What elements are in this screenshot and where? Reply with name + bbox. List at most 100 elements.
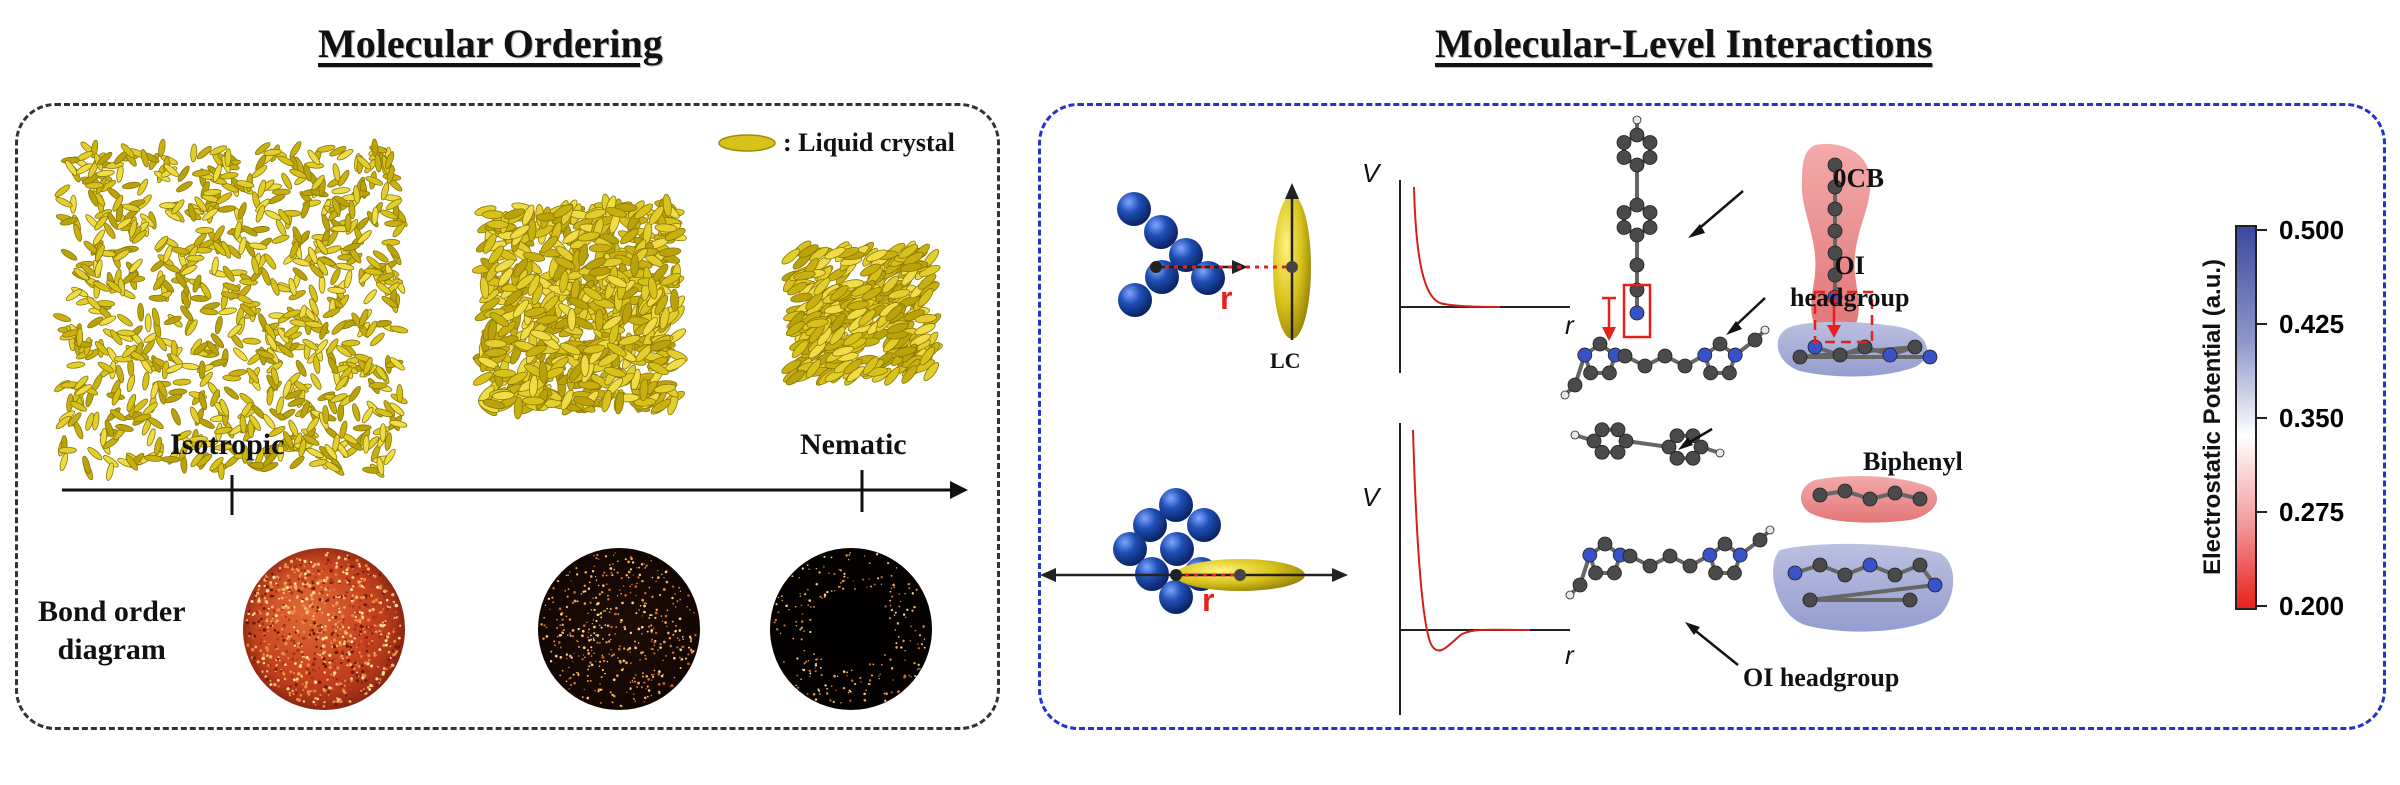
lc-molecule bbox=[309, 298, 319, 316]
right-panel-title: Molecular-Level Interactions bbox=[1435, 21, 1933, 66]
lc-molecule bbox=[642, 316, 658, 336]
lc-molecule bbox=[513, 396, 523, 420]
lc-molecule bbox=[73, 267, 90, 281]
lc-molecule bbox=[174, 430, 192, 441]
top-lc-center-dot bbox=[1286, 261, 1298, 273]
lc-molecule bbox=[634, 203, 654, 220]
lc-molecule bbox=[126, 393, 137, 412]
lc-molecule bbox=[525, 344, 547, 357]
lc-molecule bbox=[300, 400, 311, 419]
lc-molecule bbox=[503, 208, 526, 220]
lc-molecule bbox=[493, 368, 516, 378]
lc-molecule bbox=[322, 308, 341, 319]
lc-molecule bbox=[180, 305, 194, 321]
lc-molecule bbox=[359, 308, 369, 327]
colorbar-tick-3: 0.350 bbox=[2279, 403, 2345, 433]
colorbar-tick-5: 0.200 bbox=[2279, 591, 2345, 621]
lc-molecule bbox=[264, 210, 282, 221]
lc-molecule bbox=[76, 327, 84, 347]
lc-molecule bbox=[224, 148, 232, 168]
lc-molecule bbox=[917, 288, 934, 307]
lc-molecule bbox=[194, 196, 208, 213]
lc-molecule bbox=[316, 144, 336, 153]
lc-molecule bbox=[308, 459, 328, 467]
lc-molecule bbox=[213, 426, 233, 435]
lc-molecule bbox=[306, 447, 324, 459]
lc-molecule bbox=[172, 378, 192, 386]
lc-molecule bbox=[94, 215, 108, 231]
lc-molecule bbox=[572, 396, 596, 407]
lc-molecule bbox=[266, 333, 278, 351]
lc-molecule bbox=[278, 344, 294, 358]
lc-molecule bbox=[115, 364, 125, 384]
lc-molecule bbox=[568, 297, 590, 310]
lc-molecule bbox=[199, 308, 219, 316]
lc-molecule bbox=[177, 165, 190, 182]
bottom-sphere-center-dot bbox=[1170, 569, 1182, 581]
lc-molecule bbox=[510, 224, 530, 240]
lc-molecule bbox=[830, 312, 847, 332]
lc-molecule bbox=[144, 313, 152, 333]
lc-molecule bbox=[832, 345, 855, 357]
bottom-axis-arrow-left bbox=[1040, 568, 1056, 582]
lc-molecule bbox=[66, 361, 86, 369]
lc-molecule bbox=[559, 270, 569, 294]
lc-molecule bbox=[606, 275, 628, 288]
lc-molecule bbox=[379, 423, 387, 443]
lc-molecule bbox=[585, 257, 607, 270]
lc-molecule bbox=[82, 455, 91, 474]
lc-molecule bbox=[580, 354, 590, 378]
lc-molecule bbox=[117, 313, 133, 327]
lc-molecule bbox=[121, 181, 141, 190]
lc-molecule bbox=[58, 446, 77, 454]
lc-molecule bbox=[329, 393, 348, 403]
lc-molecule bbox=[186, 319, 198, 336]
lc-molecule bbox=[314, 339, 328, 355]
lc-molecule bbox=[881, 275, 899, 294]
lc-molecule bbox=[262, 452, 278, 467]
lc-molecule bbox=[189, 406, 200, 424]
lc-molecule bbox=[214, 443, 233, 451]
distance-label-bottom: r bbox=[1202, 582, 1215, 618]
lc-molecule bbox=[781, 248, 801, 265]
lc-molecule bbox=[255, 204, 265, 223]
lc-molecule bbox=[282, 309, 301, 319]
lc-molecule bbox=[605, 207, 628, 218]
lc-molecule bbox=[219, 172, 239, 180]
lc-molecule bbox=[808, 341, 827, 359]
lc-molecule bbox=[94, 341, 109, 356]
lc-molecule bbox=[237, 202, 247, 220]
lc-molecule bbox=[554, 256, 576, 270]
lc-molecule bbox=[858, 309, 876, 327]
lc-molecule bbox=[793, 270, 816, 281]
lc-molecule bbox=[914, 323, 936, 336]
top-sphere-cluster bbox=[1117, 192, 1225, 317]
lc-molecule bbox=[180, 264, 198, 276]
lc-molecule bbox=[312, 355, 321, 374]
lc-molecule bbox=[94, 259, 103, 278]
lc-molecule bbox=[798, 244, 819, 258]
lc-molecule bbox=[344, 213, 352, 233]
label-oi-top-line1: OI bbox=[1834, 251, 1865, 280]
lc-molecule bbox=[504, 289, 523, 306]
lc-molecule bbox=[113, 249, 130, 262]
lc-molecule bbox=[239, 414, 247, 434]
plot-bottom-ylabel: V bbox=[1362, 482, 1380, 512]
lc-molecule bbox=[288, 277, 297, 297]
lc-molecule bbox=[385, 198, 403, 211]
lc-molecule bbox=[163, 245, 173, 263]
lc-molecule bbox=[216, 192, 233, 205]
lc-molecule bbox=[196, 145, 212, 160]
lc-molecule bbox=[137, 178, 149, 196]
lc-molecule bbox=[270, 278, 280, 296]
lc-molecule bbox=[109, 409, 127, 422]
left-panel-title: Molecular Ordering bbox=[318, 21, 663, 66]
lc-molecule bbox=[268, 425, 286, 437]
lc-molecule bbox=[289, 455, 305, 470]
lc-molecule bbox=[264, 253, 277, 270]
molecular-ordering-panel bbox=[15, 103, 1000, 730]
lc-molecule bbox=[331, 187, 351, 195]
molecule-oi-bottom bbox=[1565, 525, 1775, 600]
lc-molecule bbox=[847, 300, 870, 311]
colorbar-ticks: 0.500 0.425 0.350 0.275 0.200 bbox=[2257, 215, 2377, 621]
